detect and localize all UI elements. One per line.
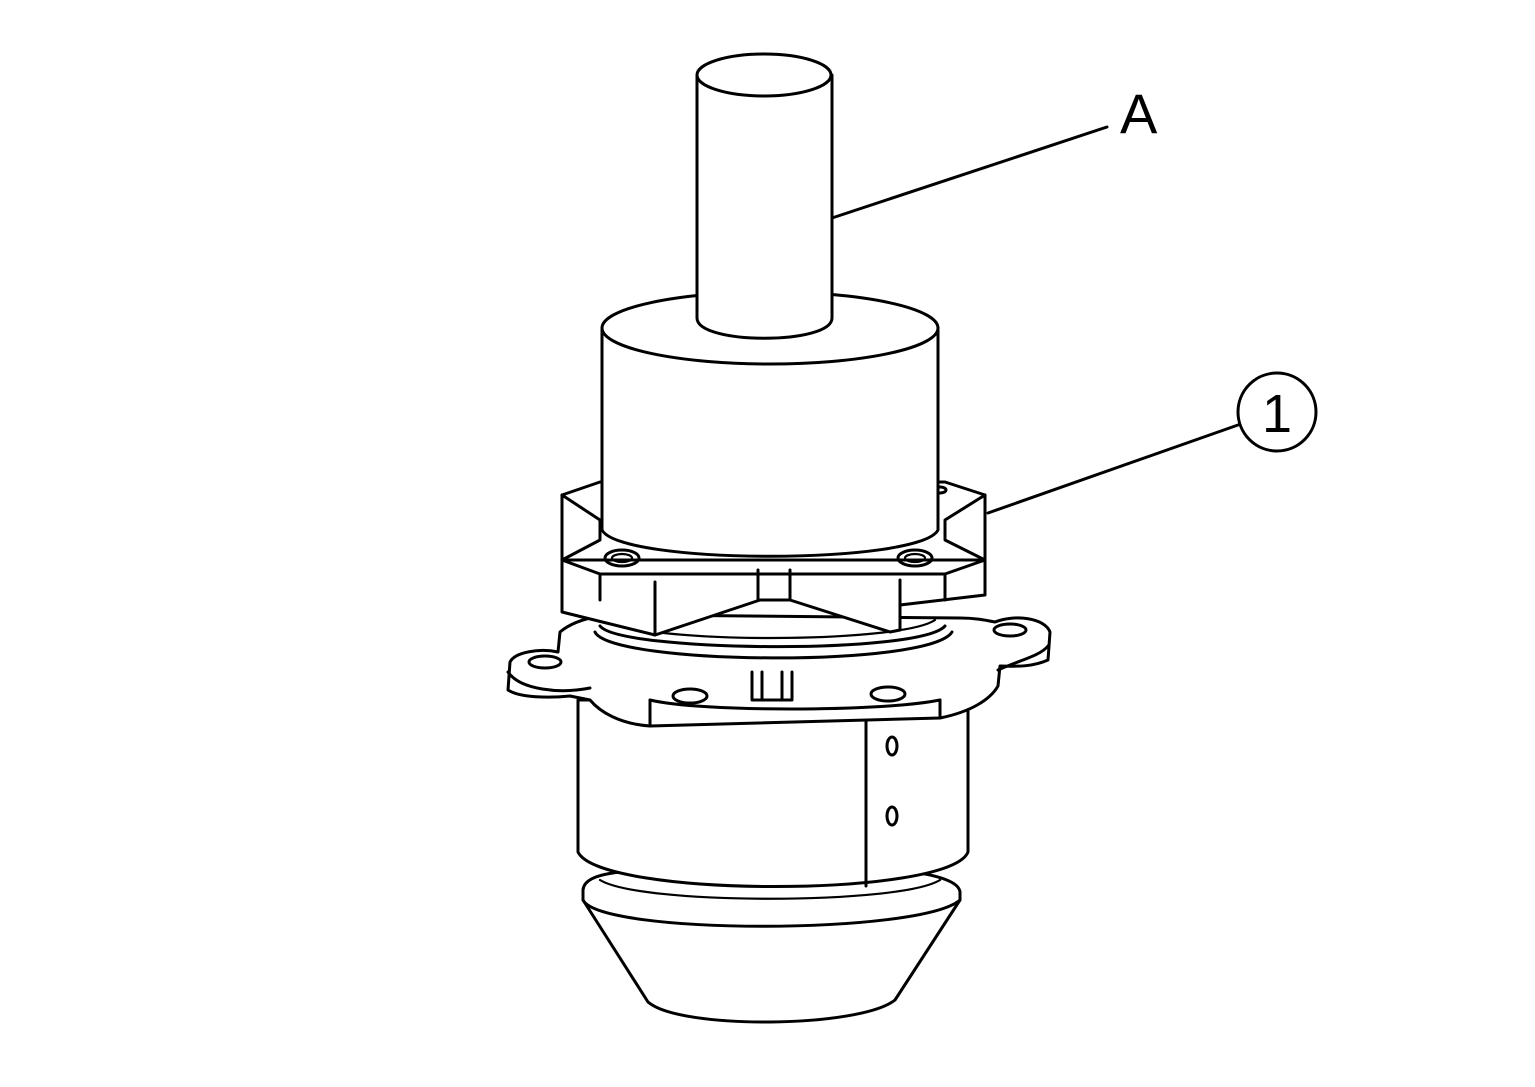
part-number-circle (1236, 371, 1318, 453)
label-a: A (1120, 82, 1158, 145)
part-number-label: 1 (1262, 384, 1292, 444)
conical-base (581, 864, 962, 1024)
housing-cylinder (576, 698, 970, 888)
tool-a-shaft (695, 52, 834, 340)
callout-a: A (830, 82, 1158, 220)
callout-1: 1 (986, 371, 1318, 515)
